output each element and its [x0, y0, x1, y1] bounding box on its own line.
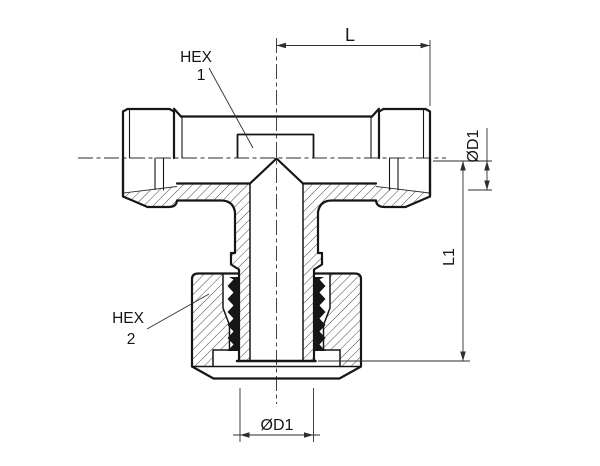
arrow-L-right	[420, 42, 430, 49]
right-body-section-hatch	[303, 183, 376, 361]
left-body-section-hatch	[177, 183, 250, 361]
left-lower-body-outline	[121, 156, 241, 363]
thread-bands	[227, 277, 326, 351]
cone-seat	[248, 157, 305, 185]
hex2-left-block-hatch	[192, 274, 230, 366]
arrow-L1-down	[460, 351, 466, 361]
hex1-flats-outline	[236, 133, 315, 158]
hex1-label-line1: HEX	[180, 49, 213, 66]
arrow-D1b-left	[240, 432, 250, 438]
hex1-label-line2: 1	[197, 67, 206, 84]
left-step-edge	[172, 107, 183, 118]
hex2-right-block-hatch	[323, 274, 361, 366]
left-section-boundary	[123, 186, 178, 194]
nut-right-pocket-line	[322, 272, 341, 367]
left-thread-band	[227, 277, 240, 351]
arrow-D1r-up	[484, 161, 490, 171]
hex1-leader-line	[208, 67, 254, 149]
hex2-label-line1: HEX	[112, 310, 145, 327]
dim-text-D1-bottom: ØD1	[261, 417, 294, 434]
dim-text-D1-right: ØD1	[465, 129, 482, 162]
labels: HEX 1 HEX 2	[112, 49, 254, 348]
right-port-hex-outline	[377, 107, 432, 198]
arrow-L1-up	[460, 161, 466, 171]
nut-right-outer-outline	[312, 272, 363, 368]
right-thread-band	[313, 277, 326, 351]
right-step-edge	[370, 107, 381, 118]
hex2-nut	[190, 272, 363, 380]
dimensions: L ØD1 L1 ØD1	[233, 25, 492, 442]
arrow-D1b-right	[304, 432, 314, 438]
dim-text-L1: L1	[441, 248, 458, 266]
dim-text-L: L	[345, 25, 355, 45]
arrow-D1r-down	[484, 180, 490, 190]
body-section-outline	[121, 156, 432, 363]
nut-left-outer-outline	[190, 272, 241, 368]
body-upper-outline	[121, 107, 432, 198]
right-lower-body-outline	[312, 156, 432, 363]
centerlines	[78, 38, 446, 404]
right-section-boundary	[375, 186, 430, 194]
left-port-hex-outline	[121, 107, 176, 198]
nut-left-pocket-line	[212, 272, 231, 367]
hex2-leader-line	[146, 293, 210, 330]
arrow-L-left	[276, 42, 286, 49]
hex2-label-line2: 2	[127, 331, 136, 348]
nut-bottom-outline	[190, 365, 363, 380]
